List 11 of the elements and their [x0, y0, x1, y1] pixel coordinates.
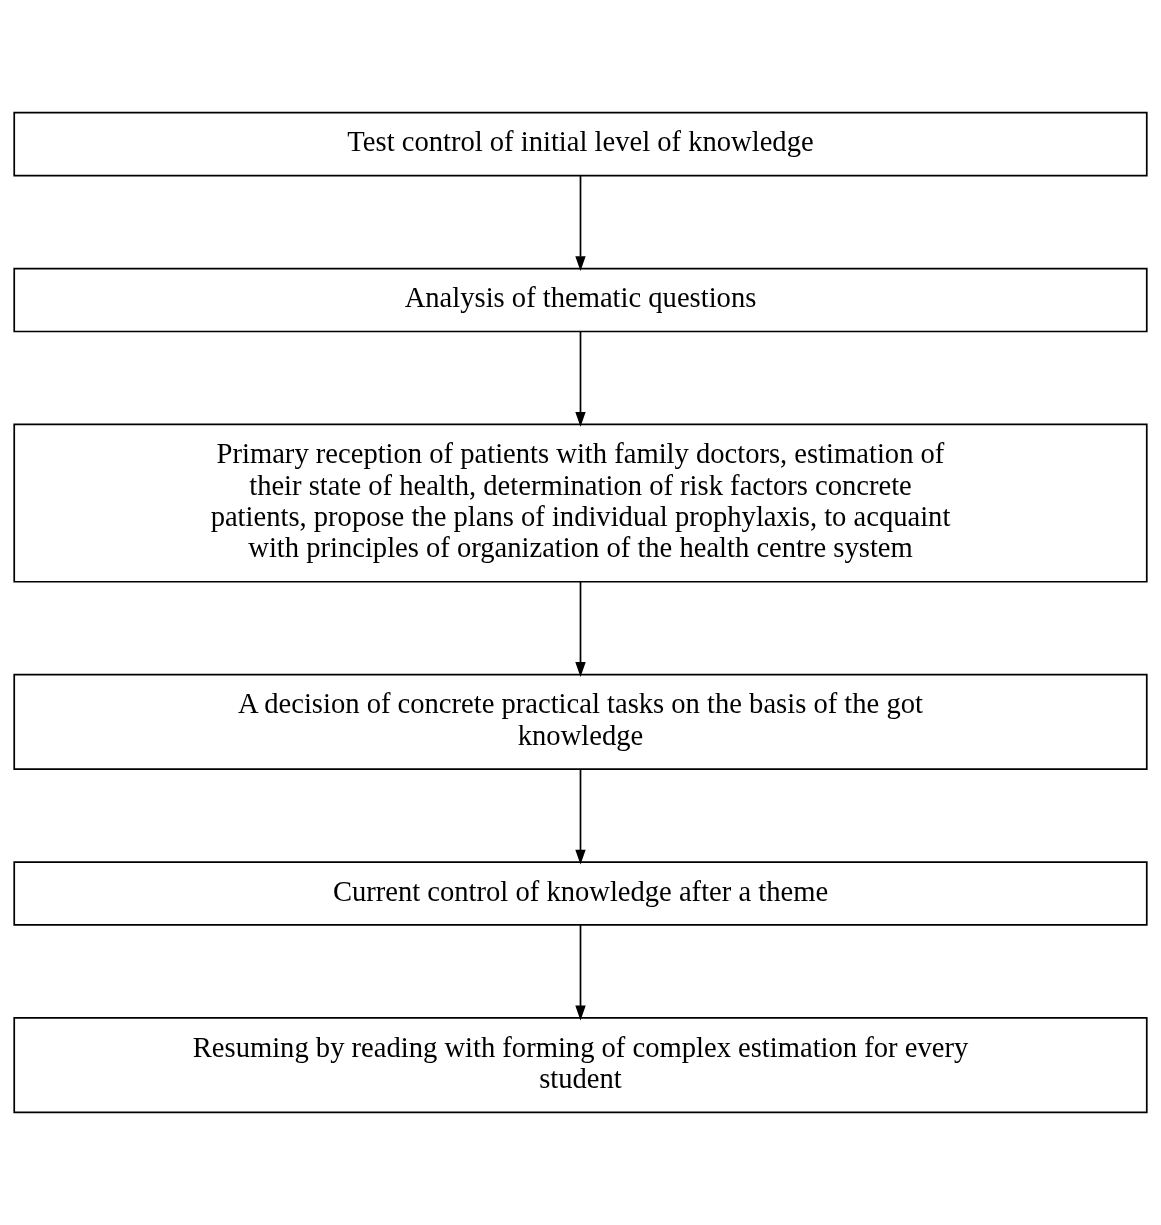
arrow [575, 175, 586, 272]
arrow [575, 581, 586, 677]
arrow [575, 924, 586, 1021]
node-box: Analysis of thematic questions [13, 267, 1148, 333]
arrow [575, 768, 586, 865]
node-box: Resuming by reading with forming of complex estimation for every student [13, 1017, 1148, 1114]
node-box: A decision of concrete practical tasks on the basis of the got knowledge [13, 673, 1148, 770]
node-box: Primary reception of patients with family doctors, estimation of their state of health, determination of risk factors concrete patients, propose the plans of individual prophylaxis, to acquaint with principles of organization of the health centre system [13, 423, 1148, 583]
node-box: Test control of initial level of knowledge [13, 111, 1148, 177]
node-box: Current control of knowledge after a theme [13, 861, 1148, 926]
arrow [575, 331, 586, 427]
